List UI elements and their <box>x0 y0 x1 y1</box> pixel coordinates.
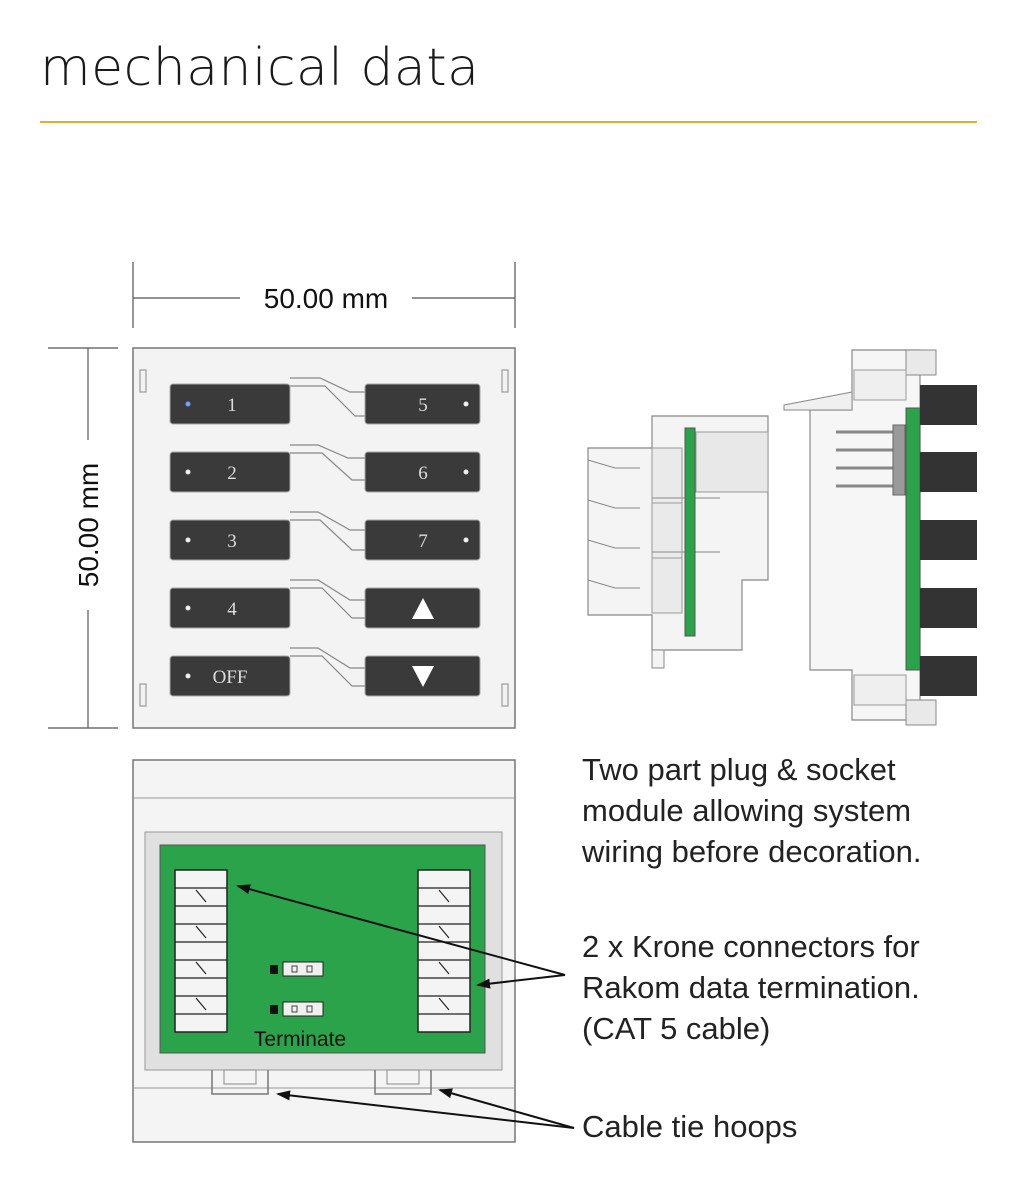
button-2: 2 <box>169 451 291 493</box>
cable-tie-hoops <box>211 1069 432 1095</box>
button-7-label: 7 <box>418 531 428 552</box>
width-dimension-label: 50.00 mm <box>264 283 389 314</box>
height-dimension: 50.00 mm <box>48 347 118 729</box>
button-down <box>364 655 481 697</box>
plug-socket-note: Two part plug & socket module allowing s… <box>582 749 921 872</box>
button-4: 4 <box>169 587 291 629</box>
plug-socket-note-line-1: Two part plug & socket <box>582 752 896 787</box>
button-1: 1 <box>169 383 291 425</box>
button-off: OFF <box>169 655 291 697</box>
krone-note-line-1: 2 x Krone connectors for <box>582 929 920 964</box>
terminate-jumpers: Terminate <box>254 961 346 1051</box>
button-1-label: 1 <box>227 395 237 416</box>
krone-note-line-3: (CAT 5 cable) <box>582 1011 771 1046</box>
button-3-label: 3 <box>227 531 237 552</box>
triangle-down-icon <box>412 666 434 687</box>
hoop-arrow-left <box>276 1090 575 1129</box>
hoop-arrow-right <box>438 1088 575 1129</box>
button-4-label: 4 <box>227 599 237 620</box>
page-title: mechanical data <box>40 38 480 98</box>
height-dimension-label: 50.00 mm <box>73 463 104 588</box>
triangle-up-icon <box>412 598 434 619</box>
button-5-label: 5 <box>418 395 428 416</box>
cable-tie-note: Cable tie hoops <box>582 1109 798 1144</box>
button-3: 3 <box>169 519 291 561</box>
krone-note: 2 x Krone connectors for Rakom data term… <box>582 926 920 1049</box>
callout-arrows <box>236 884 575 1129</box>
krone-connector-right <box>417 869 471 1033</box>
width-dimension: 50.00 mm <box>132 262 516 328</box>
terminate-label: Terminate <box>254 1028 346 1051</box>
krone-arrow-left <box>236 884 566 976</box>
krone-note-line-2: Rakom data termination. <box>582 970 920 1005</box>
button-up <box>364 587 481 629</box>
krone-arrow-right <box>476 974 566 989</box>
plug-socket-note-line-2: module allowing system <box>582 793 912 828</box>
button-off-label: OFF <box>213 667 248 688</box>
plug-socket-note-line-3: wiring before decoration. <box>582 834 922 869</box>
plug-side-view <box>587 415 769 669</box>
button-5: 5 <box>364 383 481 425</box>
krone-connector-left <box>174 869 228 1033</box>
button-6: 6 <box>364 451 481 493</box>
socket-side-view <box>783 349 977 726</box>
button-6-label: 6 <box>418 463 428 484</box>
button-2-label: 2 <box>227 463 237 484</box>
button-7: 7 <box>364 519 481 561</box>
keypad-front-view: 1 2 3 4 OFF 5 <box>132 347 516 729</box>
title-divider <box>40 121 977 123</box>
rear-board-view: Terminate <box>132 759 516 1143</box>
